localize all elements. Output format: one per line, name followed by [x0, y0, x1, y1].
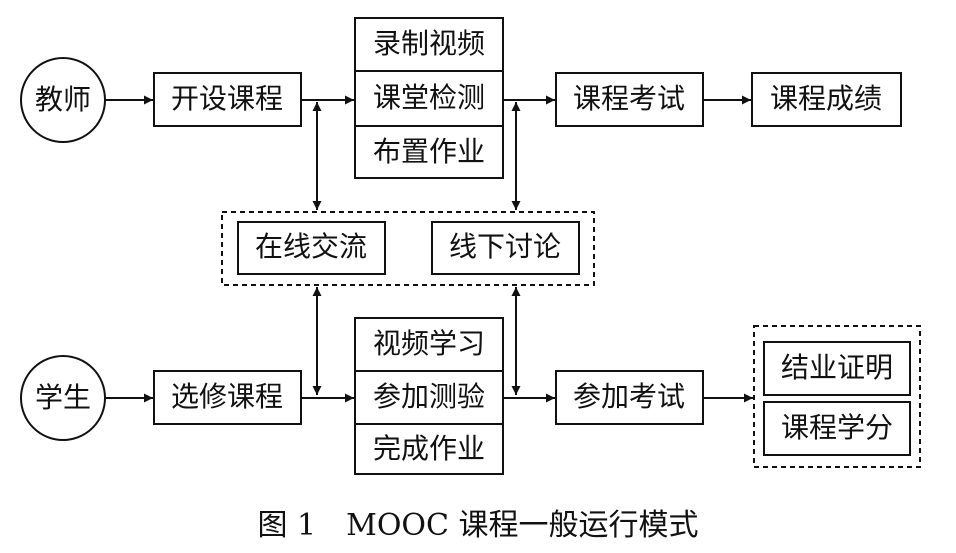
course-credit-label: 课程学分	[781, 411, 893, 444]
teacher-tasks-box	[354, 17, 504, 179]
completion-certificate-box	[763, 341, 911, 396]
take-exam-label: 参加考试	[573, 380, 685, 413]
course-exam-label: 课程考试	[573, 82, 685, 115]
student-label: 学生	[35, 381, 91, 414]
video-learning-label: 视频学习	[373, 327, 485, 360]
take-exam-box	[555, 370, 704, 425]
take-test-label: 参加测验	[373, 380, 485, 413]
open-course-label: 开设课程	[171, 82, 283, 115]
course-grade-label: 课程成绩	[770, 82, 882, 115]
teacher-label: 教师	[35, 83, 91, 116]
offline-discussion-box	[431, 221, 580, 275]
course-grade-box	[751, 72, 902, 127]
select-course-label: 选修课程	[171, 380, 283, 413]
assign-homework-label: 布置作业	[373, 135, 485, 168]
online-exchange-label: 在线交流	[255, 230, 367, 263]
completion-certificate-label: 结业证明	[781, 351, 893, 384]
complete-homework-label: 完成作业	[373, 432, 485, 465]
interaction-group	[221, 211, 595, 286]
outcomes-group	[753, 325, 921, 468]
record-video-label: 录制视频	[373, 27, 485, 60]
class-test-label: 课堂检测	[373, 81, 485, 114]
select-course-box	[153, 370, 302, 425]
figure-caption: 图 1 MOOC 课程一般运行模式	[257, 508, 698, 543]
offline-discussion-label: 线下讨论	[449, 230, 561, 263]
student-tasks-box	[354, 317, 504, 475]
online-exchange-box	[237, 221, 386, 275]
open-course-box	[153, 72, 302, 127]
course-credit-box	[763, 401, 911, 456]
